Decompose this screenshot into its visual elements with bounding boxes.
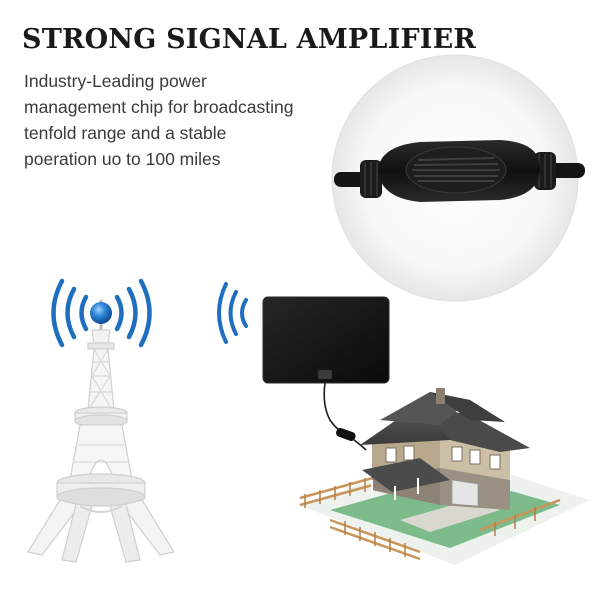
description-line-3: tenfold range and a stable [24,123,227,143]
headline: STRONG SIGNAL AMPLIFIER [22,24,477,55]
amplifier-chip-illustration [331,54,585,302]
signal-waves-icon [217,282,248,344]
signal-waves-icon [51,278,152,348]
house-illustration [298,388,590,565]
broadcast-tower-illustration [27,300,175,563]
feature-description: Industry-Leading power management chip f… [24,68,344,172]
description-line-1: Industry-Leading power [24,71,207,91]
description-line-2: management chip for broadcasting [24,97,294,117]
flat-antenna-illustration [262,296,390,451]
description-line-4: poeration uo to 100 miles [24,149,221,169]
